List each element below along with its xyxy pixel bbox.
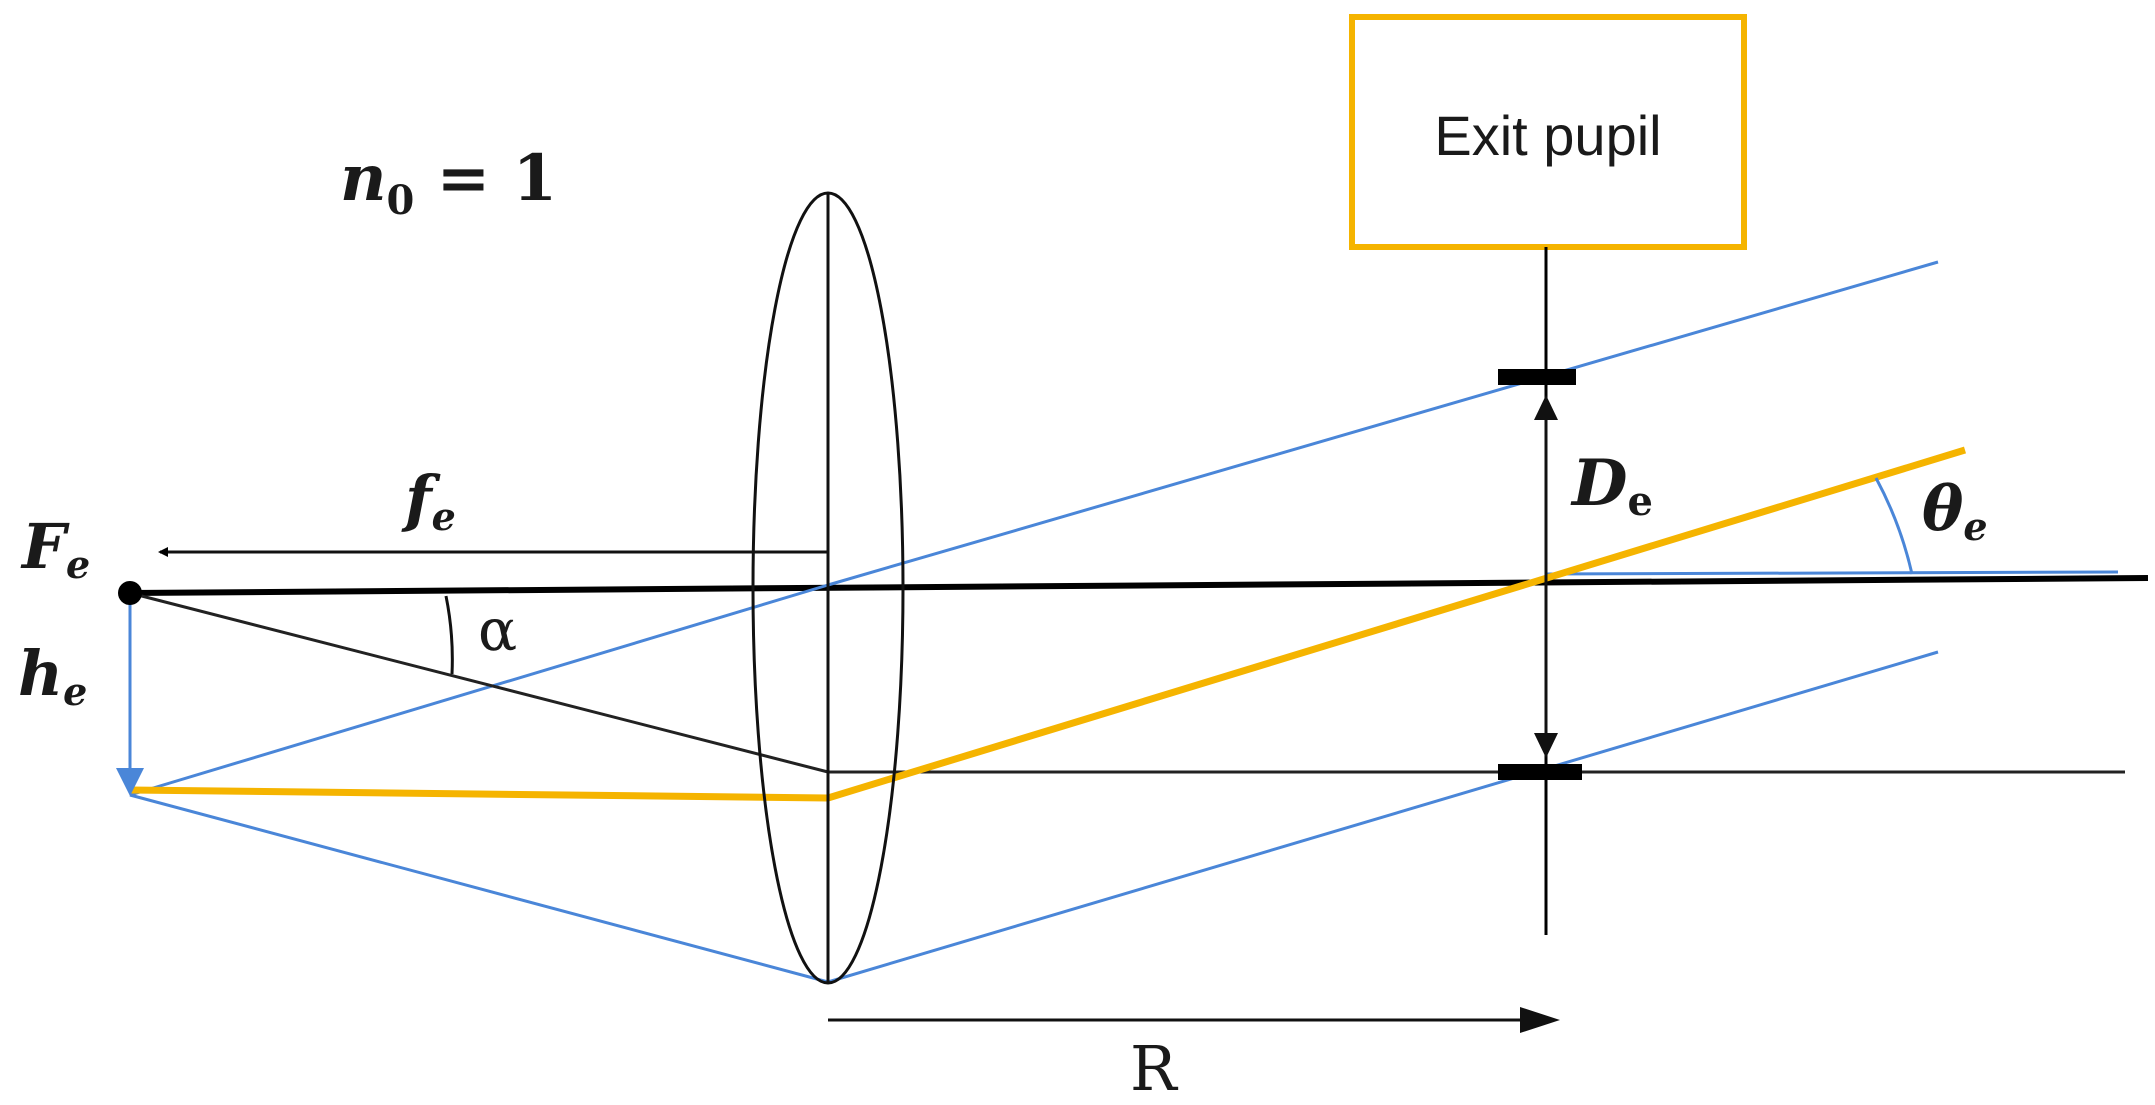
optical-axis xyxy=(129,575,2149,596)
refractive-index-label: n0 = 1 xyxy=(340,141,557,224)
upper-ray-right xyxy=(827,260,1939,587)
height-label: he xyxy=(18,637,87,714)
pupil-diameter-arrow-bottom xyxy=(1534,733,1558,758)
alpha-label: α xyxy=(478,596,517,664)
distance-label: R xyxy=(1130,1032,1179,1105)
upper-ray-left xyxy=(129,583,829,797)
lower-ray-left xyxy=(129,793,829,984)
focal-point-label: Fe xyxy=(20,510,90,587)
height-arrow-head xyxy=(116,768,144,796)
exit-pupil-box xyxy=(1349,14,1747,250)
marginal-rays xyxy=(129,260,1939,984)
pupil-diameter-label: De xyxy=(1570,446,1653,525)
alpha-construction-line xyxy=(129,591,829,774)
exit-pupil-label: Exit pupil xyxy=(1434,104,1661,167)
focal-length-label: fe xyxy=(401,462,456,539)
theta-angle-arc xyxy=(1874,477,1914,575)
optical-axis-blue-extension xyxy=(1545,570,2119,576)
lower-ray-right xyxy=(827,650,1939,984)
pupil-stop-top xyxy=(1498,369,1576,385)
alpha-angle-arc xyxy=(444,595,454,675)
pupil-stop-bottom xyxy=(1498,764,1582,780)
distance-arrow-head xyxy=(1520,1007,1560,1033)
focal-point-dot xyxy=(118,581,142,605)
exit-angle-label: θe xyxy=(1922,472,1988,549)
pupil-diameter-arrow-top xyxy=(1534,395,1558,420)
